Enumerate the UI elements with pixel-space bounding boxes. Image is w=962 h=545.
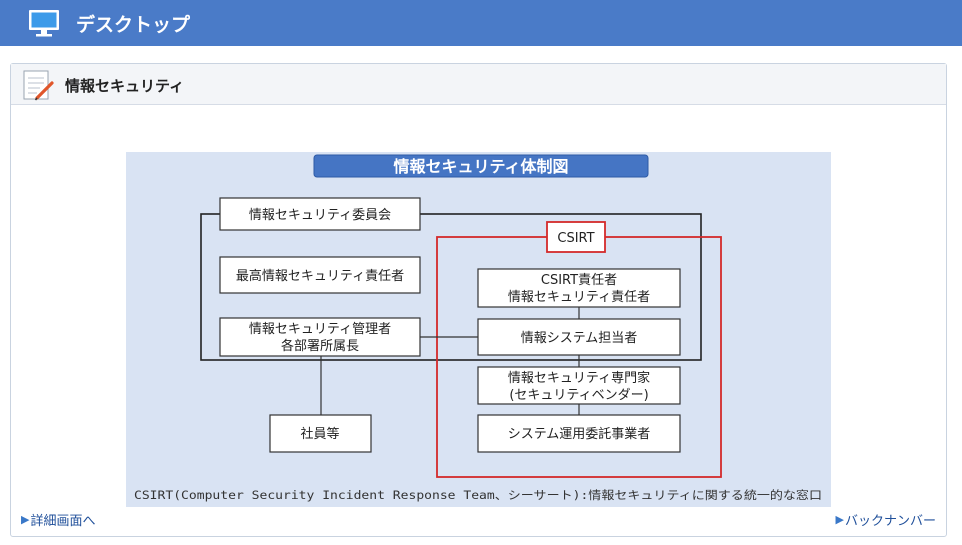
csirt-head-label-1: CSIRT責任者 (541, 273, 617, 288)
cso-label: 最高情報セキュリティ責任者 (236, 268, 404, 284)
system-staff-label: 情報システム担当者 (521, 331, 638, 346)
expert-label-1: 情報セキュリティ専門家 (508, 370, 650, 386)
csirt-tag-label: CSIRT (557, 231, 594, 246)
detail-link-label: 詳細画面へ (30, 514, 96, 529)
panel-title: 情報セキュリティ (65, 77, 185, 95)
committee-box (219, 197, 421, 231)
diagram-footnote: CSIRT(Computer Security Incident Respons… (134, 488, 822, 502)
staff-box (269, 414, 372, 453)
arrow-right-icon: ▶ (21, 513, 30, 526)
csirt-tag (546, 221, 606, 253)
cso-box (219, 256, 421, 294)
committee-label: 情報セキュリティ委員会 (249, 208, 391, 223)
memo-pencil-icon (23, 70, 54, 101)
diagram-title-box (313, 154, 649, 178)
page-title: デスクトップ (76, 14, 191, 36)
csirt-head-box (477, 268, 681, 308)
manager-label-1: 情報セキュリティ管理者 (249, 322, 391, 337)
panel-header: 情報セキュリティ (11, 64, 946, 105)
ops-contractor-label: システム運用委託事業者 (508, 426, 651, 442)
expert-label-2: (セキュリティベンダー) (509, 388, 648, 403)
expert-box (477, 366, 681, 405)
monitor-icon (29, 10, 59, 37)
arrow-right-icon: ▶ (835, 513, 844, 526)
diagram-title: 情報セキュリティ体制図 (393, 157, 568, 176)
backnumber-link-label: バックナンバー (844, 514, 936, 529)
backnumber-link[interactable]: ▶ バックナンバー (836, 510, 936, 529)
header-bar: デスクトップ (0, 0, 962, 46)
detail-link[interactable]: ▶ 詳細画面へ (21, 510, 95, 529)
staff-label: 社員等 (300, 426, 339, 442)
system-staff-box (477, 318, 681, 356)
manager-label-2: 各部署所属長 (281, 338, 359, 354)
csirt-head-label-2: 情報セキュリティ責任者 (508, 290, 650, 305)
security-org-diagram: 情報セキュリティ体制図 情報セキュリティ委員会 最高情報セキュリティ責任者 情報… (126, 152, 831, 507)
org-frame (200, 213, 702, 361)
manager-box (219, 317, 421, 357)
ops-contractor-box (477, 414, 681, 453)
content-panel: 情報セキュリティ 情報セキュリティ体制図 情報セキュリティ委員会 最高情報セキュ… (10, 63, 947, 537)
